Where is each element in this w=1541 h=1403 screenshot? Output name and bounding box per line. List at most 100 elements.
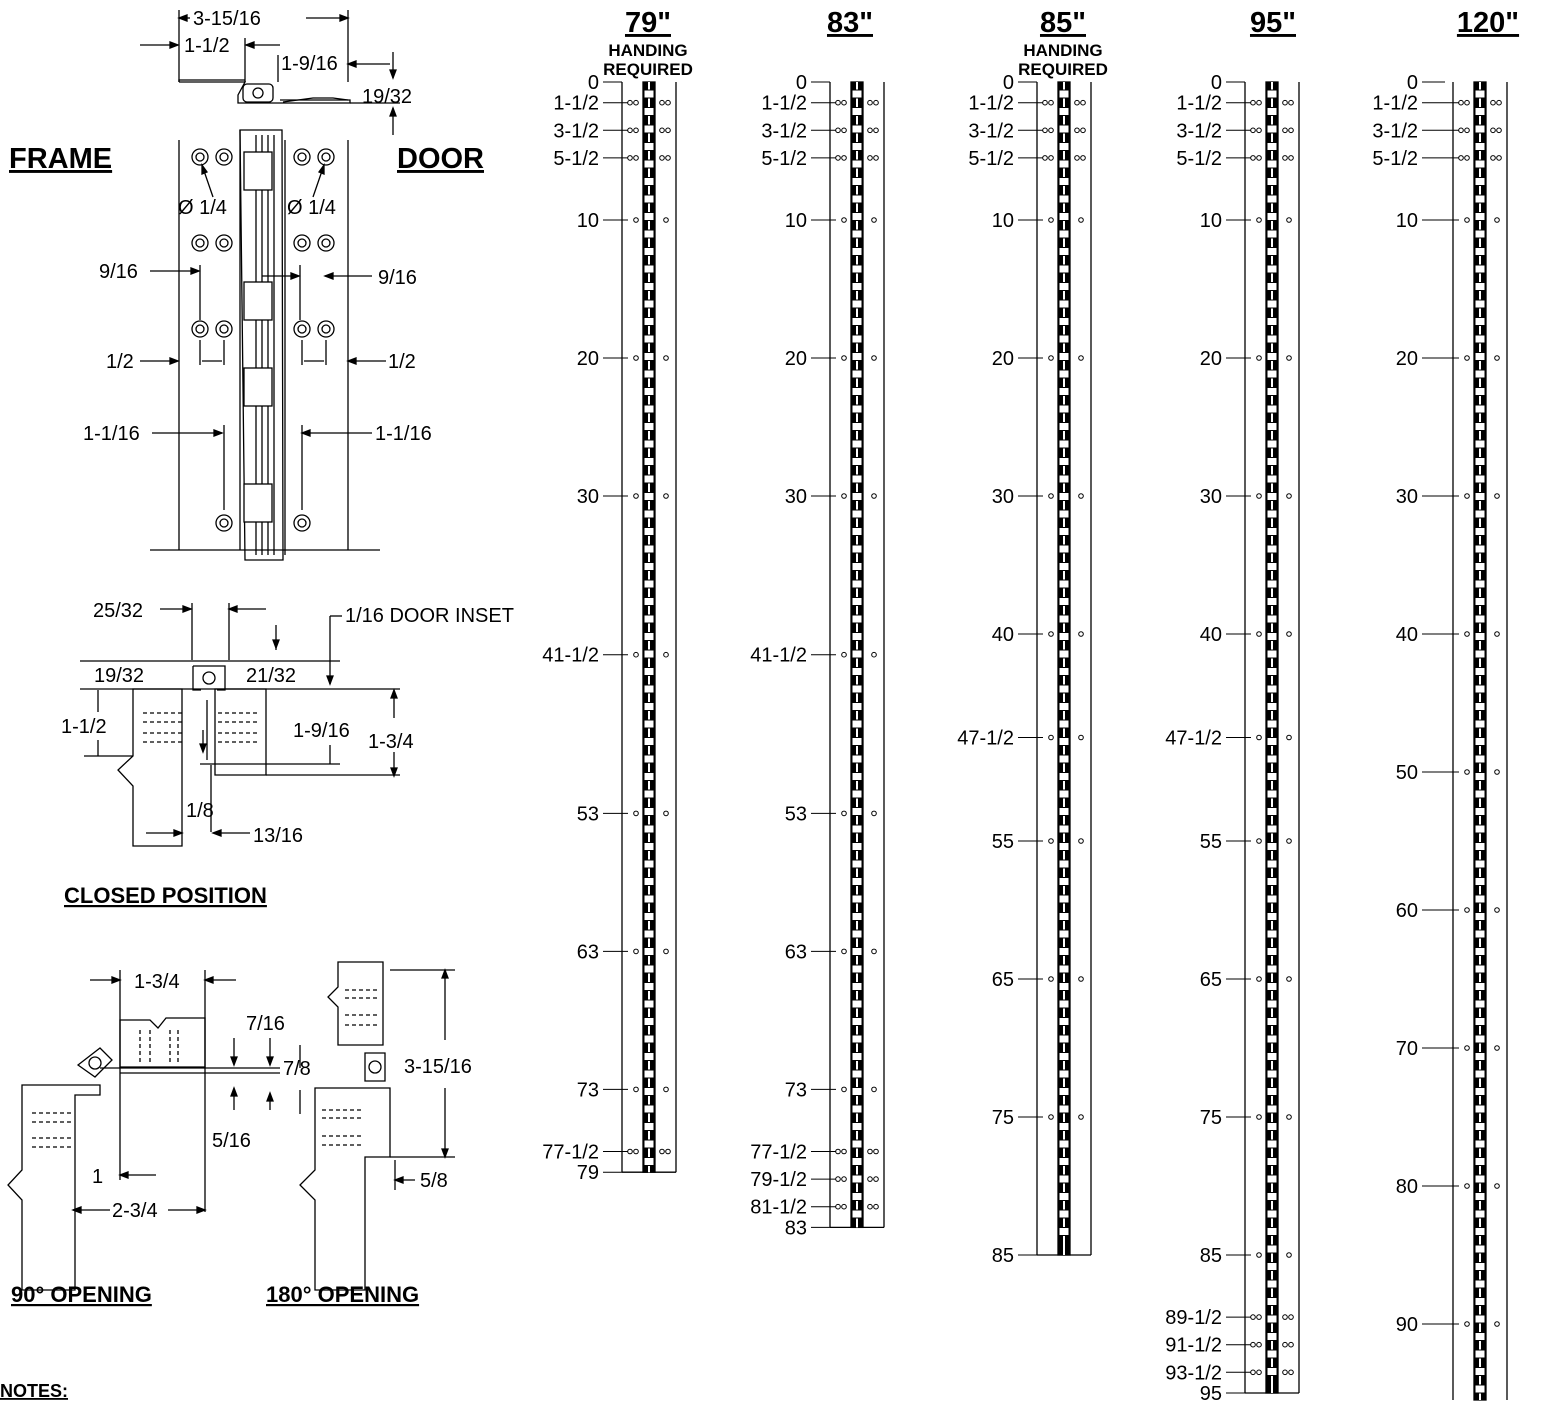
position-label: 75 (1200, 1107, 1222, 1129)
knuckle-segment (1474, 194, 1486, 204)
position-label: 93-1/2 (1165, 1362, 1222, 1384)
knuckle-segment (851, 1209, 863, 1219)
knuckle-segment (643, 1139, 655, 1149)
door-label: DOOR (397, 143, 484, 175)
knuckle-segment (1058, 1209, 1070, 1219)
screw-hole (1282, 127, 1288, 134)
knuckle-segment (1266, 439, 1278, 449)
knuckle-segment (1266, 159, 1278, 169)
knuckle-segment (1474, 422, 1486, 431)
knuckle-segment (1474, 544, 1486, 554)
screw-hole (873, 155, 879, 161)
knuckle-segment (1266, 107, 1278, 116)
screw-hole (1464, 1183, 1470, 1189)
knuckle-segment (851, 684, 863, 694)
knuckle-segment (851, 142, 863, 151)
position-label: 5-1/2 (761, 148, 807, 170)
knuckle-segment (851, 912, 863, 921)
knuckle-segment (1474, 492, 1486, 501)
knuckle-segment (1474, 999, 1486, 1009)
screw-hole (1286, 734, 1292, 741)
knuckle-segment (643, 1122, 655, 1131)
knuckle-segment (851, 947, 863, 956)
knuckle-segment (1474, 527, 1486, 536)
screw-hole (633, 99, 639, 106)
screw-hole (1464, 99, 1470, 106)
position-label: 73 (577, 1079, 599, 1101)
screw-hole (841, 493, 847, 499)
dim-90-top: 1-3/4 (134, 971, 180, 993)
knuckle-segment (1266, 737, 1278, 746)
knuckle-segment (1058, 737, 1070, 746)
knuckle-segment (1058, 772, 1070, 781)
knuckle-segment (1266, 264, 1278, 274)
position-label: 3-1/2 (1372, 120, 1418, 142)
screw-hole (663, 810, 669, 817)
screw-hole (1250, 1341, 1256, 1348)
screw-hole (1080, 155, 1086, 161)
knuckle-segment (851, 387, 863, 396)
knuckle-segment (643, 649, 655, 659)
screw-hole (1286, 631, 1292, 637)
knuckle-segment (851, 632, 863, 641)
screw-hole (1494, 217, 1500, 223)
knuckle-segment (1266, 404, 1278, 414)
position-label: 85 (992, 1245, 1014, 1267)
knuckle-segment (1474, 124, 1486, 134)
top-profile-view: 3-15/16 1-1/2 1-9/16 19/32 (140, 8, 412, 135)
knuckle-segment (851, 562, 863, 571)
knuckle-segment (1266, 562, 1278, 571)
knuckle-segment (1266, 369, 1278, 379)
position-label: 90 (1396, 1314, 1418, 1336)
position-label: 53 (577, 803, 599, 825)
screw-hole (1458, 127, 1464, 134)
knuckle-segment (643, 474, 655, 484)
knuckle-segment (1058, 789, 1070, 799)
knuckle-segment (1474, 684, 1486, 694)
screw-hole (1256, 631, 1262, 637)
position-label: 75 (992, 1107, 1014, 1129)
dim-hole-dia-door: Ø 1/4 (287, 197, 336, 219)
position-label: 10 (577, 210, 599, 232)
screw-hole (1286, 976, 1292, 982)
knuckle-segment (1058, 947, 1070, 956)
knuckle-segment (643, 404, 655, 414)
knuckle-segment (1266, 247, 1278, 256)
knuckle-segment (1058, 247, 1070, 256)
position-label: 30 (1200, 486, 1222, 508)
hinge-column-3: 95"01-1/23-1/25-1/21020304047-1/25565758… (1165, 7, 1300, 1403)
knuckle-segment (1266, 649, 1278, 659)
knuckle-segment (643, 194, 655, 204)
knuckle-segment (851, 964, 863, 974)
handing-label: HANDING (608, 41, 687, 60)
knuckle-segment (1474, 1087, 1486, 1096)
knuckle-segment (643, 544, 655, 554)
knuckle-segment (643, 579, 655, 589)
screw-hole (1496, 99, 1502, 106)
knuckle-segment (643, 702, 655, 711)
hinge-title: 95" (1250, 7, 1296, 39)
knuckle-segment (851, 369, 863, 379)
knuckle-segment (1474, 457, 1486, 466)
knuckle-segment (643, 982, 655, 991)
knuckle-segment (643, 387, 655, 396)
knuckle-segment (1058, 1227, 1070, 1236)
hinge-column-2: 85"HANDINGREQUIRED01-1/23-1/25-1/2102030… (957, 7, 1108, 1267)
screw-hole (627, 155, 633, 161)
screw-hole (1250, 127, 1256, 134)
knuckle-segment (1266, 194, 1278, 204)
knuckle-segment (1058, 719, 1070, 729)
screw-hole (663, 1086, 669, 1093)
knuckle-segment (643, 719, 655, 729)
knuckle-segment (1266, 929, 1278, 939)
knuckle-segment (1474, 107, 1486, 116)
screw-hole (627, 99, 633, 106)
position-label: 5-1/2 (1176, 148, 1222, 170)
knuckle-segment (851, 264, 863, 274)
screw-hole (633, 493, 639, 499)
position-label: 41-1/2 (750, 645, 807, 667)
position-label: 79-1/2 (750, 1169, 807, 1191)
knuckle-segment (851, 859, 863, 869)
knuckle-segment (851, 1017, 863, 1026)
knuckle-segment (851, 649, 863, 659)
